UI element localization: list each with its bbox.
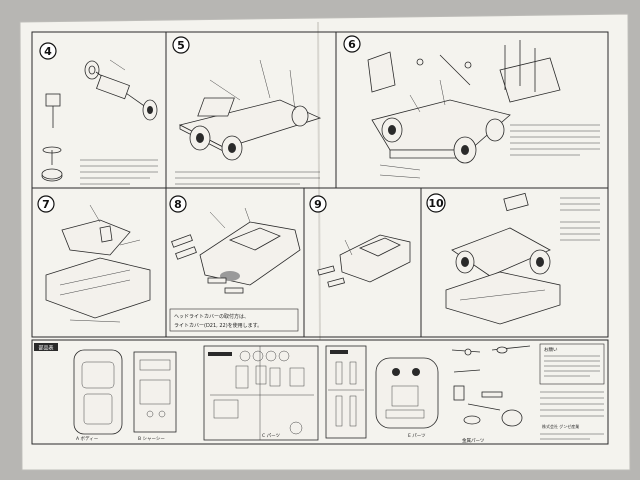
sprue-d-parts xyxy=(325,345,367,439)
maker-name: 株式会社 グンゼ産業 xyxy=(542,423,579,429)
sprue-e-parts: E パーツ xyxy=(375,357,439,439)
step-8-note: ヘッドライトカバーの取付方は、 xyxy=(174,313,249,320)
parts-list-label: 部品表 xyxy=(38,345,53,352)
step-number: 8 xyxy=(174,198,182,211)
sprue-c-label: C パーツ xyxy=(262,433,280,439)
step-8-panel: 8 ヘッドライトカバーの取付方は、 ライトカバー(D21, 22)を使用します。 xyxy=(169,195,301,332)
metal-parts: 金属パーツ xyxy=(451,345,531,444)
step-9-panel: 9 xyxy=(309,195,411,288)
info-box-title: お願い xyxy=(544,346,558,353)
step-6-panel: 6 xyxy=(343,35,600,179)
sprue-a-body: A ボディー xyxy=(73,349,123,442)
step-number: 5 xyxy=(177,39,185,52)
info-box: お願い 株式会社 グンゼ産業 xyxy=(539,343,605,440)
step-number: 9 xyxy=(314,198,322,211)
step-number: 10 xyxy=(428,197,444,210)
step-number: 7 xyxy=(42,198,50,211)
step-7-panel: 7 xyxy=(37,195,151,323)
sprue-b-chassis: B シャーシー xyxy=(133,351,177,442)
sprue-e-label: E パーツ xyxy=(408,433,426,439)
step-5-panel: 5 xyxy=(172,36,322,185)
instructions-frame xyxy=(31,31,609,338)
step-8-note-2: ライトカバー(D21, 22)を使用します。 xyxy=(174,322,262,329)
parts-list-section: 部品表 A ボディー B シャーシー xyxy=(31,339,609,445)
step-number: 6 xyxy=(348,38,356,51)
sprue-b-label: B シャーシー xyxy=(138,436,165,442)
sprue-c-parts: C パーツ xyxy=(203,345,319,441)
step-10-panel: 10 xyxy=(426,192,600,325)
step-4-panel: 4 xyxy=(39,42,158,185)
step-number: 4 xyxy=(44,45,52,58)
sprue-a-label: A ボディー xyxy=(76,435,99,442)
metal-parts-label: 金属パーツ xyxy=(462,437,485,444)
